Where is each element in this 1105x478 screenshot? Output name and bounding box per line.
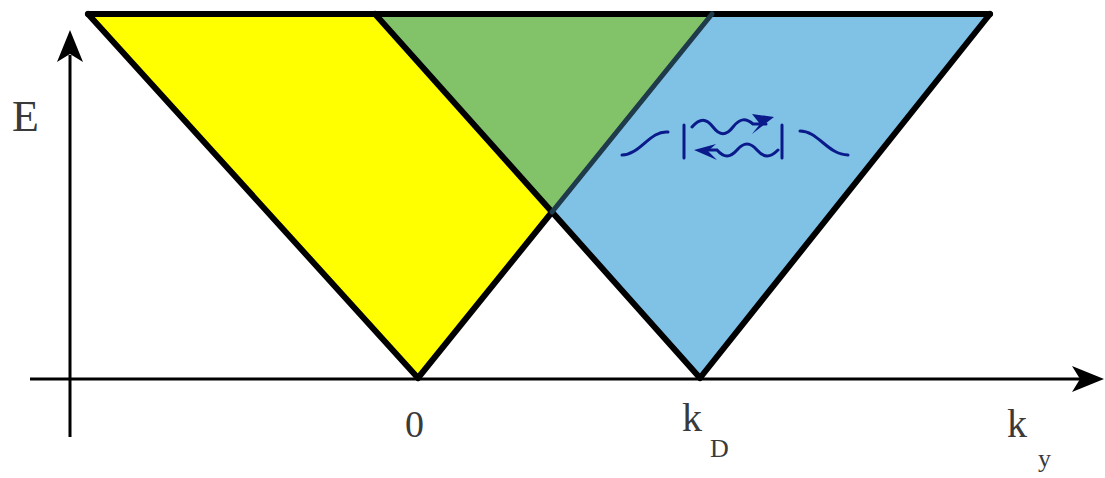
cone-edge [375, 14, 552, 212]
subscript: y [1038, 446, 1051, 472]
cone-outlines [88, 14, 990, 378]
arrow-head [752, 114, 774, 134]
cone-edge [552, 14, 712, 212]
arrow-head [694, 144, 717, 160]
subscript: D [710, 436, 729, 462]
tick-label: 0 [405, 405, 424, 443]
axis-label: E [12, 95, 39, 139]
blue-cone [552, 14, 990, 378]
tunneling-symbol [622, 120, 848, 158]
axes [30, 30, 1104, 437]
axis-label: k [1007, 404, 1027, 444]
tick-label: k [682, 398, 702, 438]
